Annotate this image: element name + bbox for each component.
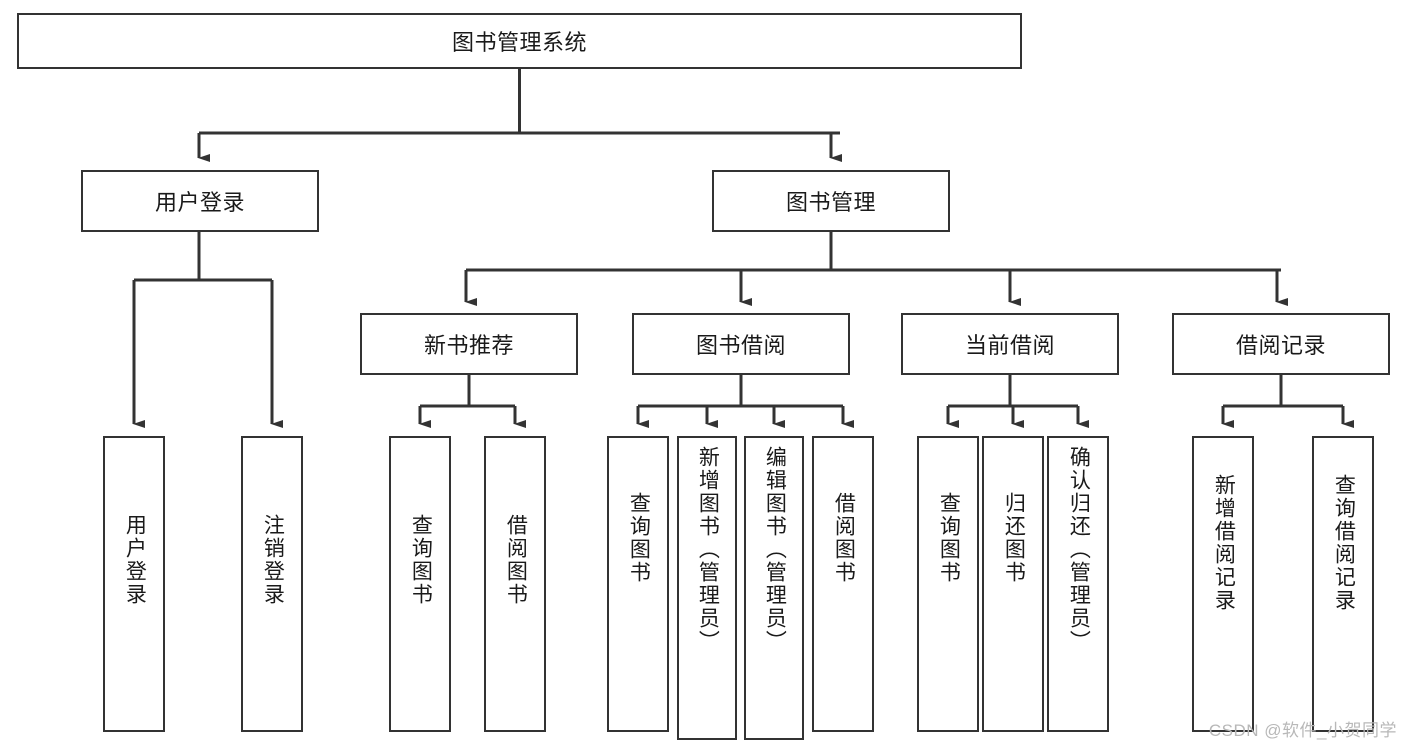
node-borrow-record[interactable]: 借阅记录 [1172, 313, 1390, 375]
node-label: 图书借阅 [695, 333, 786, 358]
node-new-book-rec[interactable]: 新书推荐 [360, 313, 578, 375]
node-leaf-cur-confirm-return[interactable]: 确认归还（管理员） [1047, 436, 1109, 732]
node-label: 编辑图书（管理员） [763, 446, 787, 653]
node-user-login[interactable]: 用户登录 [81, 170, 319, 232]
node-leaf-borrow-borrow-book[interactable]: 借阅图书 [812, 436, 874, 732]
node-leaf-cur-query-book[interactable]: 查询图书 [917, 436, 979, 732]
node-label: 新书推荐 [423, 333, 514, 358]
node-leaf-borrow-edit-book[interactable]: 编辑图书（管理员） [744, 436, 804, 740]
node-leaf-rec-add-record[interactable]: 新增借阅记录 [1192, 436, 1254, 732]
node-leaf-rec-query-record[interactable]: 查询借阅记录 [1312, 436, 1374, 732]
node-label: 新增借阅记录 [1212, 474, 1236, 612]
node-label: 借阅图书 [832, 492, 856, 584]
node-label: 图书管理系统 [451, 30, 587, 55]
node-label: 注销登录 [261, 514, 285, 606]
node-label: 当前借阅 [964, 333, 1055, 358]
node-label: 查询图书 [409, 514, 433, 606]
node-book-manage[interactable]: 图书管理 [712, 170, 950, 232]
node-leaf-borrow-add-book[interactable]: 新增图书（管理员） [677, 436, 737, 740]
node-root-system[interactable]: 图书管理系统 [17, 13, 1022, 69]
node-label: 借阅记录 [1235, 333, 1326, 358]
node-leaf-user-logout[interactable]: 注销登录 [241, 436, 303, 732]
node-leaf-cur-return-book[interactable]: 归还图书 [982, 436, 1044, 732]
node-label: 用户登录 [123, 514, 147, 606]
node-label: 查询图书 [627, 492, 651, 584]
node-leaf-borrow-query-book[interactable]: 查询图书 [607, 436, 669, 732]
watermark-text: CSDN @软件_小贺同学 [1208, 721, 1397, 740]
node-label: 确认归还（管理员） [1067, 446, 1091, 653]
node-label: 借阅图书 [504, 514, 528, 606]
node-label: 归还图书 [1002, 492, 1026, 584]
node-label: 查询借阅记录 [1332, 474, 1356, 612]
node-leaf-rec-borrow-book[interactable]: 借阅图书 [484, 436, 546, 732]
node-label: 查询图书 [937, 492, 961, 584]
node-leaf-rec-query-book[interactable]: 查询图书 [389, 436, 451, 732]
node-label: 新增图书（管理员） [696, 446, 720, 653]
node-current-borrow[interactable]: 当前借阅 [901, 313, 1119, 375]
node-label: 用户登录 [154, 190, 245, 215]
node-book-borrow[interactable]: 图书借阅 [632, 313, 850, 375]
node-label: 图书管理 [785, 190, 876, 215]
node-leaf-user-login[interactable]: 用户登录 [103, 436, 165, 732]
